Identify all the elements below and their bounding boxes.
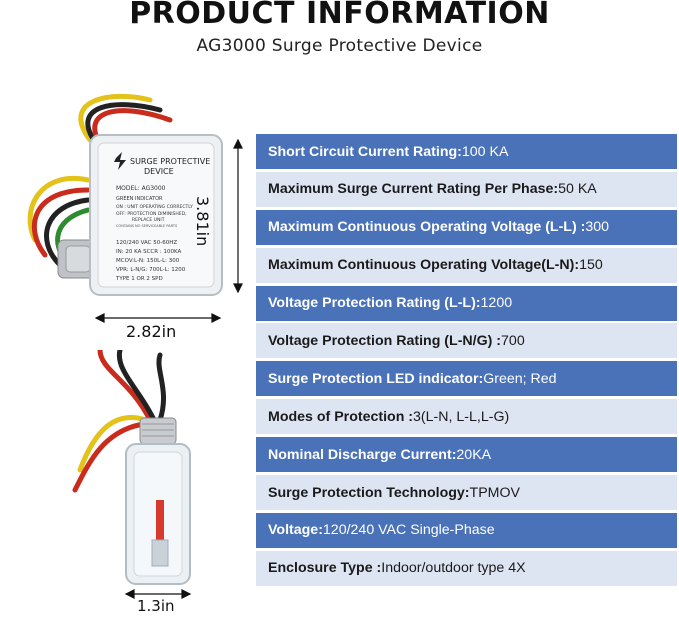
device-side-image <box>72 350 192 599</box>
spec-label: Nominal Discharge Current: <box>268 446 457 463</box>
spec-value: Indoor/outdoor type 4X <box>381 560 526 577</box>
spec-label: Surge Protection Technology: <box>268 484 470 501</box>
svg-text:MODEL: AG3000: MODEL: AG3000 <box>116 185 166 192</box>
page-title: PRODUCT INFORMATION <box>129 0 550 31</box>
svg-text:TYPE 1 OR 2 SPD: TYPE 1 OR 2 SPD <box>115 276 163 282</box>
svg-text:DEVICE: DEVICE <box>144 167 174 176</box>
svg-text:VPR: L-N/G: 700L-L: 1200: VPR: L-N/G: 700L-L: 1200 <box>116 267 186 273</box>
spec-row: Enclosure Type :Indoor/outdoor type 4X <box>256 550 677 586</box>
spec-value: Green; Red <box>483 370 557 387</box>
spec-value: 150 <box>579 257 603 274</box>
spec-value: 100 KA <box>461 143 509 160</box>
spec-value: TPMOV <box>469 484 520 501</box>
spec-value: 3(L-N, L-L,L-G) <box>413 408 510 425</box>
svg-text:MCOV:L-N: 150L-L: 300: MCOV:L-N: 150L-L: 300 <box>116 258 180 264</box>
device-front-image: SURGE PROTECTIVE DEVICE MODEL: AG3000 GR… <box>27 93 243 323</box>
svg-text:SURGE PROTECTIVE: SURGE PROTECTIVE <box>130 157 210 166</box>
spec-label: Maximum Surge Current Rating Per Phase: <box>268 181 559 198</box>
spec-row: Maximum Surge Current Rating Per Phase:5… <box>256 171 677 207</box>
spec-label: Maximum Continuous Operating Voltage (L-… <box>268 219 586 236</box>
svg-text:ON : UNIT OPERATING CORRECTLY: ON : UNIT OPERATING CORRECTLY <box>116 204 193 210</box>
side-width-dimension-label: 1.3in <box>137 597 175 615</box>
spec-row: Surge Protection LED indicator:Green; Re… <box>256 361 677 397</box>
spec-row: Nominal Discharge Current:20KA <box>256 437 677 473</box>
spec-label: Voltage: <box>268 522 323 539</box>
spec-label: Short Circuit Current Rating: <box>268 143 462 160</box>
spec-row: Maximum Continuous Operating Voltage(L-N… <box>256 247 677 283</box>
spec-value: 120/240 VAC Single-Phase <box>322 522 495 539</box>
page-subtitle: AG3000 Surge Protective Device <box>196 36 483 56</box>
device-label: SURGE PROTECTIVE DEVICE MODEL: AG3000 GR… <box>114 152 210 282</box>
spec-label: Enclosure Type : <box>268 560 382 577</box>
spec-value: 1200 <box>480 295 513 312</box>
spec-label: Voltage Protection Rating (L-N/G) : <box>268 332 502 349</box>
height-dimension-label: 3.81in <box>193 196 212 247</box>
spec-row: Surge Protection Technology:TPMOV <box>256 475 677 511</box>
spec-row: Modes of Protection :3(L-N, L-L,L-G) <box>256 399 677 435</box>
spec-row: Voltage: 120/240 VAC Single-Phase <box>256 512 677 548</box>
spec-row: Voltage Protection Rating (L-N/G) :700 <box>256 323 677 359</box>
spec-row: Voltage Protection Rating (L-L):1200 <box>256 285 677 321</box>
spec-value: 50 KA <box>558 181 597 198</box>
svg-text:CONTAINS NO SERVICEABLE PARTS: CONTAINS NO SERVICEABLE PARTS <box>116 224 178 228</box>
svg-text:IN: 20 KA SCCR : 100KA: IN: 20 KA SCCR : 100KA <box>116 249 181 255</box>
svg-text:REPLACE UNIT: REPLACE UNIT <box>132 217 165 223</box>
spec-label: Voltage Protection Rating (L-L): <box>268 295 481 312</box>
svg-text:OFF: PROTECTION DIMINISHED,: OFF: PROTECTION DIMINISHED, <box>116 211 187 217</box>
width-dimension-label: 2.82in <box>126 322 177 341</box>
svg-text:120/240 VAC 50-60HZ: 120/240 VAC 50-60HZ <box>116 240 177 246</box>
svg-text:GREEN INDICATOR: GREEN INDICATOR <box>116 196 163 202</box>
spec-label: Surge Protection LED indicator: <box>268 370 484 387</box>
spec-row: Maximum Continuous Operating Voltage (L-… <box>256 209 677 245</box>
spec-row: Short Circuit Current Rating:100 KA <box>256 134 677 169</box>
spec-label: Maximum Continuous Operating Voltage(L-N… <box>268 257 580 274</box>
spec-label: Modes of Protection : <box>268 408 414 425</box>
spec-value: 20KA <box>456 446 492 463</box>
lightning-icon <box>114 152 126 170</box>
spec-value: 300 <box>585 219 610 236</box>
spec-value: 700 <box>501 332 525 349</box>
